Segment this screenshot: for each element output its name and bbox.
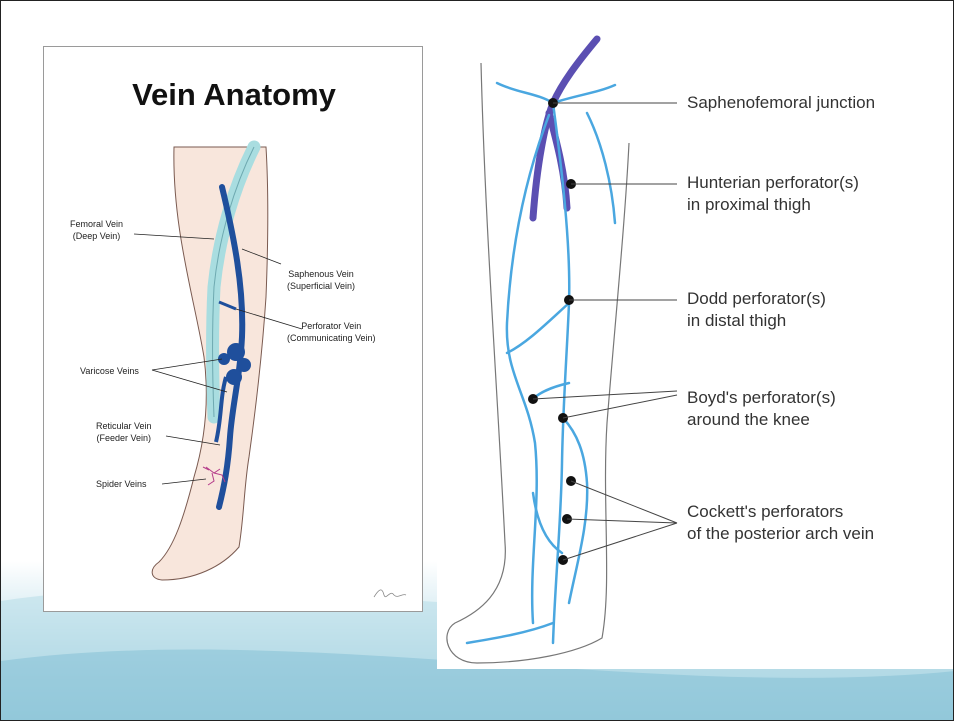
femoral-vein-type: (Deep Vein)	[70, 230, 123, 242]
hunterian-perforator-label: Hunterian perforator(s) in proximal thig…	[687, 172, 859, 216]
perforator-vein-name: Perforator Vein	[287, 320, 376, 332]
reticular-vein-name: Reticular Vein	[96, 420, 152, 432]
cockett-perforators-line1: Cockett's perforators	[687, 501, 874, 523]
hunterian-perforator-line2: in proximal thigh	[687, 194, 859, 216]
leg-outline-diagram	[437, 23, 954, 669]
perforator-vein-label: Perforator Vein (Communicating Vein)	[287, 320, 376, 344]
hunterian-perforator-line1: Hunterian perforator(s)	[687, 172, 859, 194]
saphenous-vein-label: Saphenous Vein (Superficial Vein)	[287, 268, 355, 292]
femoral-vein-name: Femoral Vein	[70, 218, 123, 230]
cockett-perforators-label: Cockett's perforators of the posterior a…	[687, 501, 874, 545]
saphenous-vein-type: (Superficial Vein)	[287, 280, 355, 292]
femoral-vein-label: Femoral Vein (Deep Vein)	[70, 218, 123, 242]
vein-anatomy-title: Vein Anatomy	[44, 77, 424, 113]
boyd-perforator-line1: Boyd's perforator(s)	[687, 387, 836, 409]
perforator-vein-type: (Communicating Vein)	[287, 332, 376, 344]
spider-veins-label: Spider Veins	[96, 478, 147, 490]
reticular-vein-label: Reticular Vein (Feeder Vein)	[96, 420, 152, 444]
perforator-diagram: Saphenofemoral junction Hunterian perfor…	[437, 23, 954, 669]
saphenofemoral-junction-label: Saphenofemoral junction	[687, 92, 875, 114]
vein-anatomy-figure: Vein Anatomy Femoral Vein (Deep Vein) Sa…	[43, 46, 423, 612]
dodd-perforator-label: Dodd perforator(s) in distal thigh	[687, 288, 826, 332]
boyd-perforator-line2: around the knee	[687, 409, 836, 431]
saphenous-vein-name: Saphenous Vein	[287, 268, 355, 280]
reticular-vein-type: (Feeder Vein)	[96, 432, 152, 444]
dodd-perforator-line2: in distal thigh	[687, 310, 826, 332]
varicose-veins-label: Varicose Veins	[80, 365, 139, 377]
cockett-perforators-line2: of the posterior arch vein	[687, 523, 874, 545]
dodd-perforator-line1: Dodd perforator(s)	[687, 288, 826, 310]
boyd-perforator-label: Boyd's perforator(s) around the knee	[687, 387, 836, 431]
